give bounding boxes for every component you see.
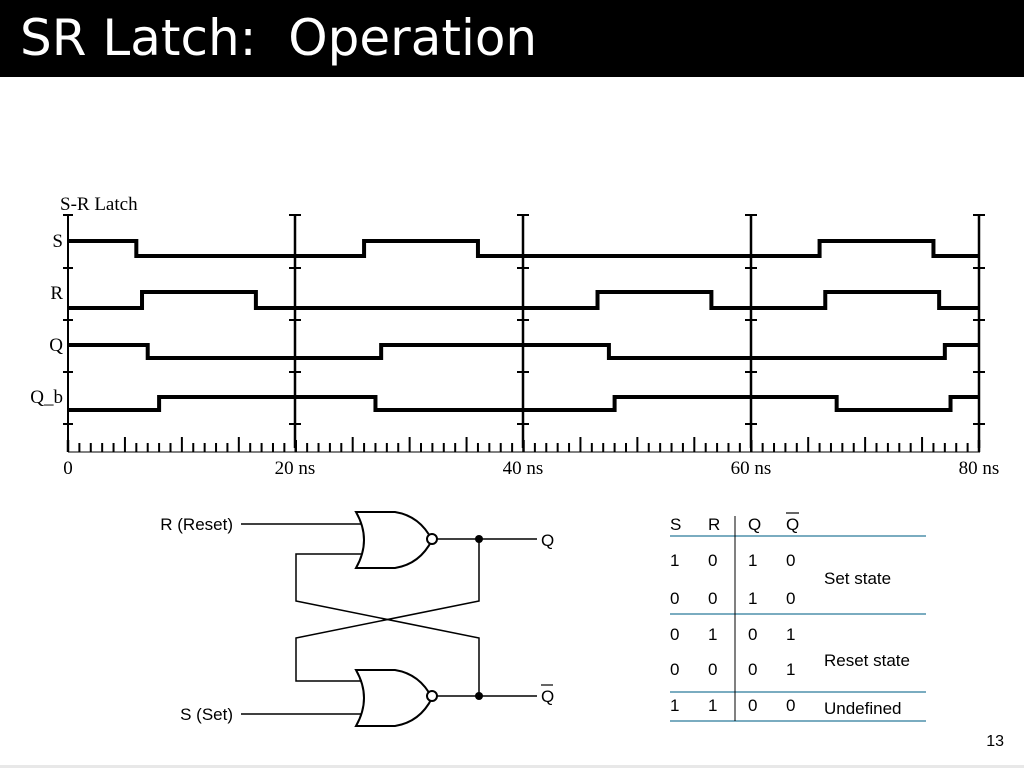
label-set-input: S (Set) bbox=[180, 705, 233, 724]
left-axis-ticks bbox=[63, 214, 73, 448]
signal-label-r: R bbox=[50, 283, 63, 304]
cell: 0 bbox=[786, 551, 795, 570]
cell: 1 bbox=[786, 625, 795, 644]
nor-gate-top bbox=[354, 511, 434, 569]
truth-table: S R Q Q 1 0 1 0 0 0 1 0 0 1 0 1 0 0 0 bbox=[670, 512, 926, 722]
cell: 0 bbox=[748, 625, 757, 644]
cell: 0 bbox=[786, 589, 795, 608]
label-reset-input: R (Reset) bbox=[160, 515, 233, 534]
cell: 0 bbox=[670, 660, 679, 679]
nor-bubble-top bbox=[426, 533, 438, 545]
cell: 0 bbox=[670, 625, 679, 644]
th-qbar: Q bbox=[786, 515, 799, 534]
tick-label-60: 60 ns bbox=[731, 458, 772, 479]
sr-latch-circuit bbox=[241, 511, 537, 727]
waveforms bbox=[68, 239, 979, 412]
cell: 0 bbox=[748, 660, 757, 679]
tick-label-40: 40 ns bbox=[503, 458, 544, 479]
waveform-q bbox=[68, 343, 979, 360]
cell: 1 bbox=[670, 551, 679, 570]
slide-title: SR Latch: Operation bbox=[20, 9, 538, 67]
state-label-undefined: Undefined bbox=[824, 699, 902, 718]
nor-gate-bottom bbox=[354, 669, 434, 727]
th-q: Q bbox=[748, 515, 761, 534]
state-label-set: Set state bbox=[824, 569, 891, 588]
signal-label-s: S bbox=[52, 231, 63, 252]
page-number: 13 bbox=[986, 733, 1004, 750]
time-ruler bbox=[66, 437, 981, 453]
waveform-r bbox=[68, 290, 979, 310]
cell: 0 bbox=[748, 696, 757, 715]
state-label-reset: Reset state bbox=[824, 651, 910, 670]
signal-label-q: Q bbox=[49, 335, 63, 356]
cell: 0 bbox=[670, 589, 679, 608]
wire-feedback-a bbox=[295, 553, 480, 696]
cell: 1 bbox=[748, 551, 757, 570]
cell: 1 bbox=[708, 696, 717, 715]
cell: 1 bbox=[786, 660, 795, 679]
wire-feedback-b bbox=[295, 539, 480, 682]
th-r: R bbox=[708, 515, 720, 534]
cell: 1 bbox=[670, 696, 679, 715]
cell: 0 bbox=[708, 660, 717, 679]
waveform-q_b bbox=[68, 395, 979, 412]
cell: 1 bbox=[748, 589, 757, 608]
cell: 0 bbox=[708, 551, 717, 570]
footer-line bbox=[0, 765, 1024, 768]
gridline-caps bbox=[289, 214, 985, 425]
junction-q bbox=[475, 535, 483, 543]
junction-qbar bbox=[475, 692, 483, 700]
timing-diagram: S-R Latch S R Q Q_b bbox=[30, 194, 999, 479]
timing-title: S-R Latch bbox=[60, 194, 138, 215]
tick-label-80: 80 ns bbox=[959, 458, 1000, 479]
signal-label-qb: Q_b bbox=[30, 387, 63, 408]
cell: 1 bbox=[708, 625, 717, 644]
cell: 0 bbox=[708, 589, 717, 608]
title-bar: SR Latch: Operation bbox=[0, 0, 1024, 77]
tick-label-20: 20 ns bbox=[275, 458, 316, 479]
time-gridlines bbox=[293, 215, 981, 448]
label-qbar-output: Q bbox=[541, 687, 554, 706]
table-body: 1 0 1 0 0 0 1 0 0 1 0 1 0 0 0 1 1 1 0 0 … bbox=[670, 551, 910, 718]
cell: 0 bbox=[786, 696, 795, 715]
waveform-s bbox=[68, 239, 979, 258]
label-q-output: Q bbox=[541, 531, 554, 550]
th-s: S bbox=[670, 515, 681, 534]
nor-bubble-bottom bbox=[426, 690, 438, 702]
table-rules bbox=[670, 535, 926, 722]
tick-label-0: 0 bbox=[63, 458, 73, 479]
